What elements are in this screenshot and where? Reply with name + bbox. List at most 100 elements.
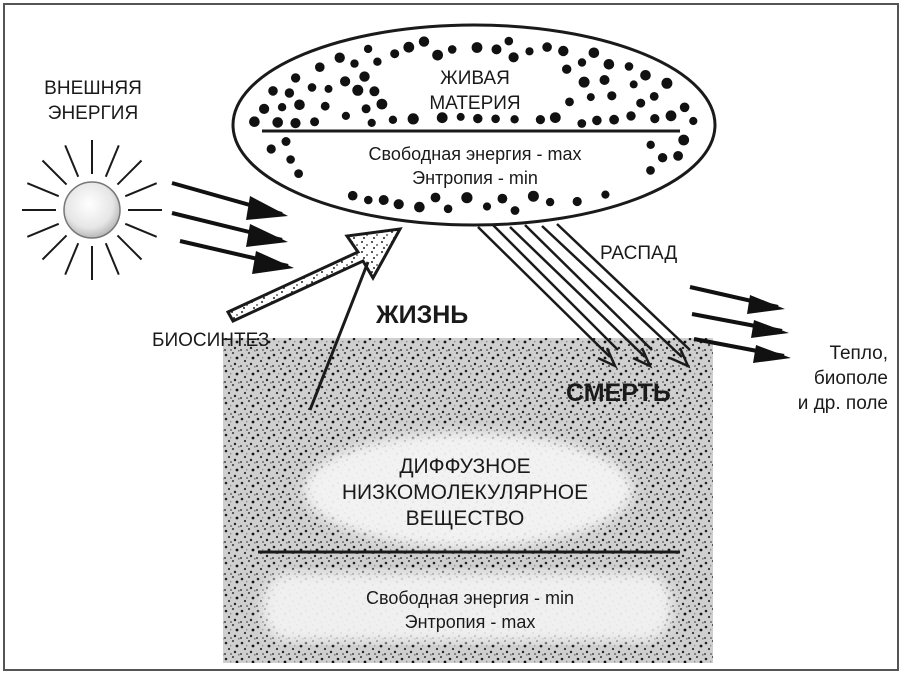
matter-dot	[679, 102, 690, 113]
matter-dot	[324, 84, 333, 93]
matter-dot	[607, 91, 617, 101]
matter-dot	[577, 58, 587, 67]
matter-dot	[315, 62, 325, 72]
sun-ray	[26, 182, 60, 198]
death-arrows	[477, 223, 691, 369]
life-arrow	[225, 227, 403, 411]
matter-dot	[549, 112, 561, 123]
living-free-energy-label: Свободная энергия - max	[368, 144, 582, 164]
matter-dot	[535, 115, 546, 125]
matter-dot	[373, 57, 382, 66]
matter-dot	[572, 196, 582, 207]
matter-dot	[364, 195, 373, 205]
death-label: СМЕРТЬ	[566, 379, 671, 407]
matter-dot	[592, 115, 602, 126]
living-matter-ellipse	[231, 23, 717, 227]
matter-dot	[527, 190, 539, 202]
sun-ray	[104, 242, 120, 276]
matter-dot	[268, 86, 278, 96]
matter-dot	[430, 192, 441, 203]
matter-dot	[636, 98, 646, 108]
matter-dot	[378, 195, 389, 205]
matter-dot	[390, 49, 400, 59]
living-entropy-label: Энтропия - min	[412, 168, 538, 188]
matter-dot	[363, 44, 373, 54]
sun-ray	[116, 234, 143, 261]
matter-dot	[340, 76, 351, 87]
energy-arrows	[171, 181, 294, 274]
matter-dot	[640, 70, 651, 81]
matter-dot	[290, 73, 301, 83]
matter-dot	[624, 62, 634, 71]
matter-dot	[272, 117, 284, 128]
arrow-right-icon	[171, 211, 288, 247]
arrow-right-icon	[689, 285, 785, 314]
matter-dot	[626, 111, 636, 121]
heat-line-1: Тепло,	[829, 343, 888, 364]
matter-dot	[510, 206, 520, 215]
matter-dot	[673, 151, 683, 161]
matter-dot	[508, 52, 519, 63]
matter-dot	[565, 97, 574, 107]
matter-dot	[588, 47, 600, 59]
decay-label: РАСПАД	[600, 243, 678, 264]
matter-dot	[665, 110, 677, 122]
matter-dot	[277, 103, 287, 112]
biosynthesis-label: БИОСИНТЕЗ	[152, 330, 270, 351]
heat-arrows	[689, 285, 791, 363]
matter-dot	[367, 118, 376, 127]
matter-dot	[281, 137, 291, 146]
matter-dot	[562, 64, 572, 74]
living-matter-label: ЖИВАЯ МАТЕРИЯ	[370, 66, 580, 116]
matter-dot	[350, 59, 359, 68]
heat-label: Тепло, биополе и др. поле	[754, 341, 888, 416]
matter-dot	[266, 144, 276, 154]
matter-dot	[310, 117, 320, 127]
matter-dot	[504, 36, 514, 46]
sun-ray	[41, 159, 68, 186]
matter-dot	[369, 86, 380, 97]
diffuse-matter-block	[223, 338, 713, 663]
diffuse-line-1: ДИФФУЗНОЕ	[399, 455, 531, 478]
matter-dot	[334, 52, 345, 63]
sun-ray	[64, 242, 80, 276]
matter-dot	[461, 192, 473, 204]
sun-ray	[41, 234, 68, 261]
sun-ray	[104, 144, 120, 178]
matter-dot	[436, 112, 448, 124]
matter-dot	[388, 115, 398, 125]
matter-dot	[447, 45, 457, 54]
matter-dot	[491, 114, 500, 124]
matter-dot	[578, 76, 590, 88]
heat-line-2: биополе	[813, 368, 888, 389]
life-label: ЖИЗНЬ	[376, 301, 469, 329]
matter-dot	[601, 190, 610, 199]
matter-dot	[497, 193, 508, 204]
sun-ray	[26, 222, 60, 238]
matter-dot	[443, 204, 453, 214]
matter-dot	[629, 80, 638, 89]
matter-dot	[558, 45, 569, 57]
matter-dot	[418, 36, 430, 47]
matter-dot	[473, 113, 483, 124]
diffuse-matter-label: ДИФФУЗНОЕ НИЗКОМОЛЕКУЛЯРНОЕ ВЕЩЕСТВО	[300, 454, 630, 532]
matter-dot	[407, 113, 419, 125]
matter-dot	[294, 169, 303, 179]
arrow-right-icon	[691, 312, 789, 338]
arrow-right-icon	[179, 239, 294, 274]
matter-dot	[661, 77, 673, 89]
matter-dot	[577, 119, 587, 128]
living-matter-line-1: ЖИВАЯ	[440, 68, 510, 89]
matter-dot	[307, 83, 317, 92]
matter-dot	[545, 197, 555, 207]
matter-dot	[542, 42, 552, 52]
soup-entropy-label: Энтропия - max	[404, 612, 536, 632]
matter-dot	[286, 155, 295, 164]
matter-dot	[471, 42, 483, 53]
sun-ray	[124, 182, 158, 198]
external-energy-label: ВНЕШНЯЯ ЭНЕРГИЯ	[28, 76, 158, 126]
sun-ray	[124, 222, 158, 238]
matter-dot	[249, 116, 260, 127]
matter-dot	[376, 98, 388, 110]
